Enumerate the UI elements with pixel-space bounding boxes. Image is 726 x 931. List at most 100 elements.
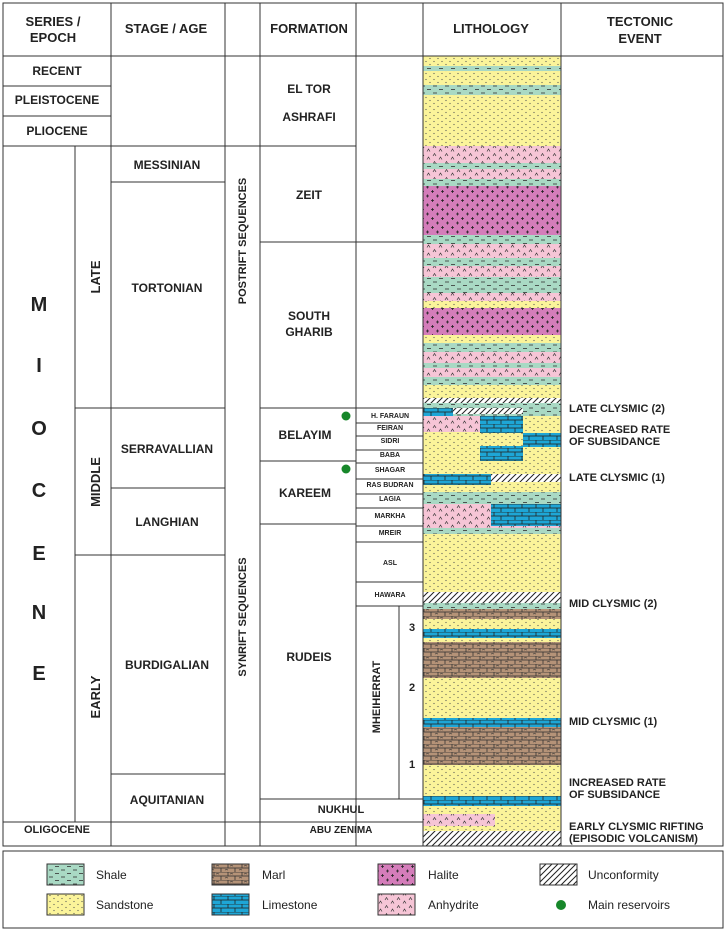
legend-unconformity-swatch — [539, 863, 578, 886]
event-episodic-volcanism: (EPISODIC VOLCANISM) — [569, 833, 698, 845]
litho-sand — [423, 56, 561, 66]
member-number-2: 2 — [409, 682, 415, 694]
litho-shale — [423, 603, 561, 609]
litho-unc — [423, 592, 561, 603]
litho-lime — [423, 796, 561, 806]
member-hawara: HAWARA — [374, 592, 405, 599]
epoch-recent: RECENT — [32, 64, 82, 78]
litho-unc — [423, 831, 561, 846]
member-number-1: 1 — [409, 759, 415, 771]
member-markha: MARKHA — [374, 513, 405, 520]
litho-sand — [423, 619, 561, 629]
miocene-letter: I — [36, 355, 42, 377]
formation-abu-zenima: ABU ZENIMA — [310, 825, 373, 836]
litho-anh — [423, 244, 561, 258]
litho-shale — [423, 163, 561, 169]
miocene-letter: M — [31, 294, 48, 316]
member-lagia: LAGIA — [379, 496, 401, 503]
member-feiran: FEIRAN — [377, 425, 403, 432]
stage-burdigalian: BURDIGALIAN — [125, 658, 209, 672]
litho-lime — [480, 416, 523, 433]
litho-sand — [423, 335, 561, 343]
epoch-pliocene: PLIOCENE — [26, 124, 87, 138]
event-mid-clysmic-2: MID CLYSMIC (2) — [569, 598, 658, 610]
formation-rudeis: RUDEIS — [286, 650, 331, 664]
litho-lime — [423, 718, 561, 727]
litho-anh — [423, 352, 561, 363]
litho-anh — [423, 146, 561, 163]
event-late-clysmic-2: LATE CLYSMIC (2) — [569, 403, 665, 415]
legend-sandstone-swatch — [46, 893, 85, 916]
member-shagar: SHAGAR — [375, 467, 405, 474]
legend-anhydrite-swatch — [377, 893, 416, 916]
litho-lime — [480, 446, 523, 461]
lithology-column — [423, 56, 561, 846]
header-series: SERIES / — [26, 14, 81, 29]
header-lithology: LITHOLOGY — [453, 21, 529, 36]
legend-reservoir-icon — [556, 900, 566, 910]
legend: Shale Sandstone Marl Limestone Halite An… — [2, 850, 724, 929]
formation-ashrafi: ASHRAFI — [282, 110, 335, 124]
litho-lime — [523, 433, 561, 447]
litho-shale — [423, 528, 561, 534]
stage-langhian: LANGHIAN — [135, 515, 198, 529]
event-early-rifting: EARLY CLYSMIC RIFTING — [569, 821, 704, 833]
litho-shale — [423, 179, 561, 186]
header-stage: STAGE / AGE — [125, 21, 208, 36]
event-decreased-rate: DECREASED RATE — [569, 424, 670, 436]
table-frame — [2, 2, 724, 847]
litho-lime — [423, 474, 491, 485]
header-epoch: EPOCH — [30, 30, 76, 45]
member-number-3: 3 — [409, 622, 415, 634]
litho-anh — [423, 416, 480, 432]
event-mid-clysmic-1: MID CLYSMIC (1) — [569, 716, 658, 728]
legend-unconformity-label: Unconformity — [588, 868, 659, 882]
member-asl: ASL — [383, 560, 398, 567]
litho-sand — [423, 95, 561, 146]
stage-aquitanian: AQUITANIAN — [130, 793, 204, 807]
litho-halite — [423, 308, 561, 335]
formation-gharib: GHARIB — [285, 325, 333, 339]
litho-marl — [423, 609, 561, 619]
event-decreased-subsidance: OF SUBSIDANCE — [569, 436, 660, 448]
litho-sand — [423, 806, 561, 816]
litho-shale — [423, 258, 561, 266]
litho-shale — [423, 343, 561, 352]
litho-shale — [423, 277, 561, 293]
legend-halite-label: Halite — [428, 868, 459, 882]
miocene-letter: E — [32, 543, 45, 565]
formation-south: SOUTH — [288, 309, 330, 323]
subepoch-early: EARLY — [88, 675, 103, 718]
header-event: EVENT — [618, 31, 661, 46]
header-formation: FORMATION — [270, 21, 348, 36]
litho-sand — [423, 463, 561, 474]
litho-anh — [423, 266, 561, 277]
litho-shale — [423, 377, 561, 385]
litho-anh — [423, 293, 561, 301]
event-late-clysmic-1: LATE CLYSMIC (1) — [569, 472, 665, 484]
miocene-letter: O — [31, 418, 47, 440]
formation-nukhul: NUKHUL — [318, 804, 365, 816]
legend-sandstone-label: Sandstone — [96, 898, 154, 912]
litho-lime — [423, 629, 561, 638]
litho-sand — [423, 482, 561, 492]
litho-anh — [423, 169, 561, 179]
litho-shale — [423, 66, 561, 71]
event-increased-rate: INCREASED RATE — [569, 777, 666, 789]
reservoir-kareem-icon — [341, 464, 351, 474]
litho-shale — [423, 85, 561, 95]
legend-marl-swatch — [211, 863, 250, 886]
litho-unc — [453, 408, 523, 414]
litho-sand — [423, 678, 561, 718]
legend-shale-swatch — [46, 863, 85, 886]
epoch-oligocene: OLIGOCENE — [24, 824, 90, 836]
litho-anh — [423, 368, 561, 377]
reservoir-belayim-icon — [341, 411, 351, 421]
formation-kareem: KAREEM — [279, 486, 331, 500]
litho-sand — [423, 534, 561, 542]
legend-limestone-label: Limestone — [262, 898, 318, 912]
legend-shale-label: Shale — [96, 868, 127, 882]
litho-unc — [423, 474, 561, 482]
litho-sand — [423, 638, 561, 642]
